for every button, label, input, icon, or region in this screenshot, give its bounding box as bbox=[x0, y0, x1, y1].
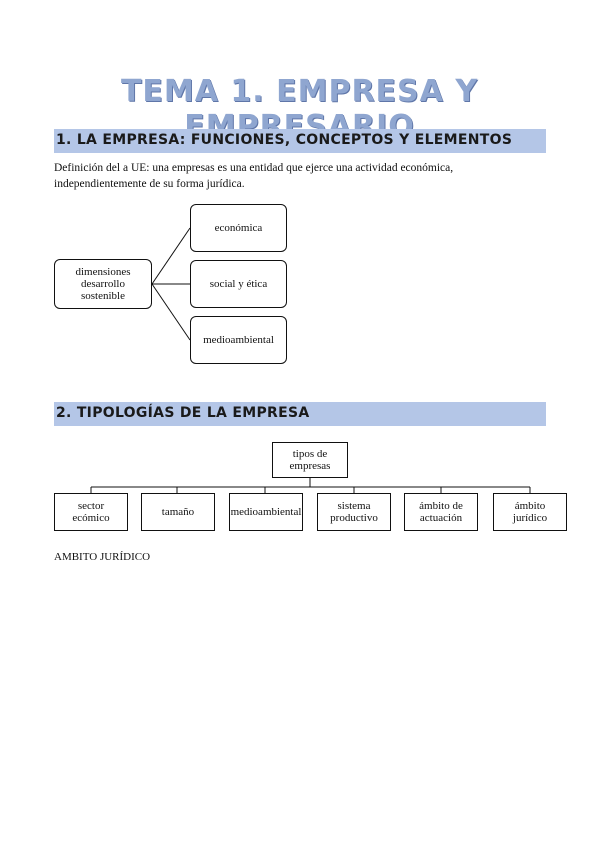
diagram1-root-node: dimensiones desarrollo sostenible bbox=[54, 259, 152, 309]
definition-line-1: Definición del a UE: una empresas es una… bbox=[54, 162, 454, 174]
section-1-heading: 1. LA EMPRESA: FUNCIONES, CONCEPTOS Y EL… bbox=[56, 132, 513, 148]
diagram1-node-label: medioambiental bbox=[203, 334, 274, 346]
diagram2-root-label: tipos de empresas bbox=[289, 448, 331, 472]
diagram2-node-label: ámbito jurídico bbox=[512, 500, 548, 524]
diagram1-node-label: económica bbox=[214, 222, 263, 234]
diagram1-node-medioambiental: medioambiental bbox=[190, 316, 287, 364]
diagram2-node-tamano: tamaño bbox=[141, 493, 215, 531]
diagram1-node-label: social y ética bbox=[209, 278, 268, 290]
diagram1-node-economica: económica bbox=[190, 204, 287, 252]
diagram2-node-label: sector ecómico bbox=[72, 500, 110, 524]
page-title: TEMA 1. EMPRESA Y EMPRESARIO bbox=[120, 74, 479, 144]
diagram1-root-label: dimensiones desarrollo sostenible bbox=[75, 266, 131, 302]
diagram1-node-social: social y ética bbox=[190, 260, 287, 308]
ambito-juridico-subheading: AMBITO JURÍDICO bbox=[54, 551, 151, 563]
diagram2-node-label: medioambiental bbox=[230, 506, 302, 518]
diagram2-node-label: sistema productivo bbox=[330, 500, 378, 524]
diagram2-node-label: ámbito de actuación bbox=[419, 500, 463, 524]
diagram2-node-sector: sector ecómico bbox=[54, 493, 128, 531]
definition-paragraph: Definición del a UE: una empresas es una… bbox=[54, 160, 524, 192]
section-2-header: 2. TIPOLOGÍAS DE LA EMPRESA bbox=[54, 402, 546, 426]
diagram2-node-label: tamaño bbox=[161, 506, 195, 518]
section-1-header: 1. LA EMPRESA: FUNCIONES, CONCEPTOS Y EL… bbox=[54, 129, 546, 153]
diagram2-node-actuacion: ámbito de actuación bbox=[404, 493, 478, 531]
diagram2-node-sistema: sistema productivo bbox=[317, 493, 391, 531]
diagram2-root-node: tipos de empresas bbox=[272, 442, 348, 478]
definition-line-2: independientemente de su forma jurídica. bbox=[54, 178, 245, 190]
diagram2-node-juridico: ámbito jurídico bbox=[493, 493, 567, 531]
section-2-heading: 2. TIPOLOGÍAS DE LA EMPRESA bbox=[56, 405, 310, 421]
diagram2-node-medioambiental: medioambiental bbox=[229, 493, 303, 531]
